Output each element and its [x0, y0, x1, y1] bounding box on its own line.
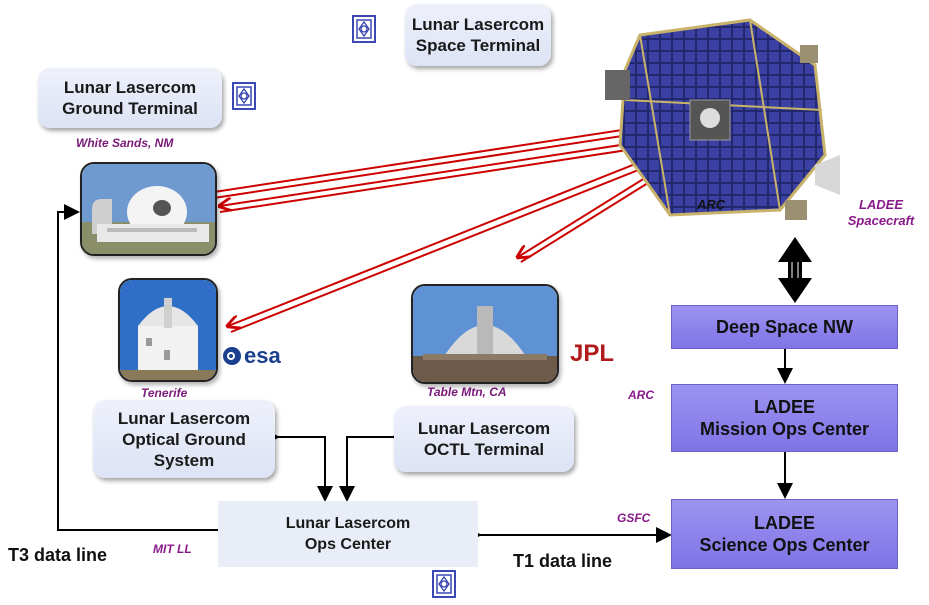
mission-ops-center-box: LADEE Mission Ops Center — [671, 384, 898, 452]
gsfc-label: GSFC — [617, 511, 651, 525]
science-ops-center-box: LADEE Science Ops Center — [671, 499, 898, 569]
ladee-spacecraft-label: LADEE Spacecraft — [847, 197, 915, 228]
mit-ll-label: MIT LL — [153, 542, 192, 556]
arc-mission-label: ARC — [628, 388, 654, 402]
table-mtn-label: Table Mtn, CA — [427, 385, 507, 399]
esa-logo: esa — [222, 343, 281, 369]
optical-ground-system-box: Lunar Lasercom Optical Ground System — [93, 400, 275, 478]
laser-beam-tenerife — [228, 144, 687, 333]
ground-terminal-box: Lunar Lasercom Ground Terminal — [38, 68, 222, 128]
llcd-icon — [352, 15, 376, 43]
white-sands-ground-terminal-photo — [80, 162, 217, 256]
tenerife-observatory-photo — [118, 278, 218, 382]
llcd-icon — [232, 82, 256, 110]
rf-link-arrow — [778, 237, 812, 303]
arrow-t3-data-line — [57, 204, 218, 531]
arrow-ogs-ops — [264, 429, 333, 502]
ops-center-box: Lunar Lasercom Ops Center — [218, 501, 478, 567]
deep-space-nw-box: Deep Space NW — [671, 305, 898, 349]
white-sands-label: White Sands, NM — [76, 136, 174, 150]
ladee-spacecraft — [605, 18, 840, 220]
arrow-octl-ops — [339, 429, 407, 502]
table-mtn-octl-photo — [411, 284, 559, 384]
jpl-logo: JPL — [570, 340, 615, 367]
tenerife-label: Tenerife — [141, 386, 188, 400]
llcd-icon — [432, 570, 456, 598]
laser-beam-white-sands-down — [220, 135, 681, 213]
esa-logo-text: esa — [244, 343, 281, 368]
esa-logo-icon — [223, 347, 241, 365]
space-terminal-box: Lunar Lasercom Space Terminal — [405, 4, 551, 66]
arc-spacecraft-label: ARC — [697, 197, 726, 212]
t3-data-line-label: T3 data line — [8, 545, 108, 565]
laser-beam-white-sands-up — [213, 120, 688, 199]
t1-data-line-label: T1 data line — [513, 551, 613, 571]
octl-terminal-box: Lunar Lasercom OCTL Terminal — [394, 406, 574, 472]
